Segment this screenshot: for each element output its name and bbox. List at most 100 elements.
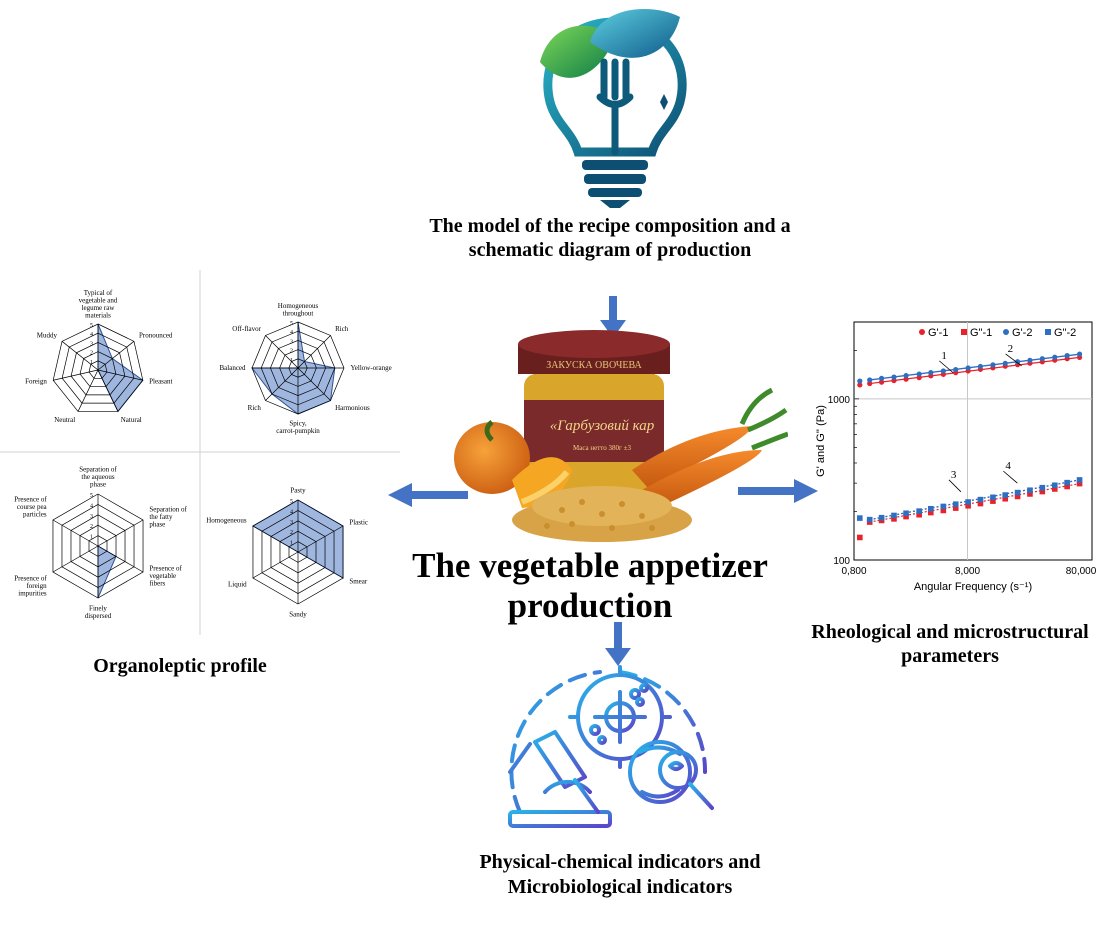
radar-axis-label: Yellow-orange	[350, 364, 391, 372]
jar-mass-text: Маса нетто 380г ±3	[573, 444, 631, 452]
data-point	[891, 512, 897, 519]
radar-scale-label: 3	[290, 520, 293, 526]
data-point	[1039, 488, 1046, 495]
y-axis-label: G' and G'' (Pa)	[815, 405, 827, 477]
data-point	[903, 376, 909, 382]
radar-axis-label: Plastic	[349, 518, 368, 526]
radar-axis-label: Liquid	[228, 581, 247, 589]
curve-label-leader	[1005, 353, 1022, 367]
data-point	[1002, 495, 1009, 502]
data-point	[916, 371, 922, 377]
data-point	[891, 374, 897, 380]
radar-scale-label: 5	[90, 323, 93, 329]
data-point	[1064, 479, 1070, 486]
data-point	[903, 372, 909, 379]
series-G-1	[857, 354, 1083, 388]
data-point	[977, 363, 984, 370]
curve-label-leader	[1003, 470, 1018, 484]
carrot-icon	[632, 387, 788, 506]
radar-scale-label: 4	[290, 330, 293, 336]
data-point	[903, 510, 909, 517]
data-point	[1052, 354, 1058, 360]
data-point	[916, 511, 922, 518]
data-point	[952, 505, 959, 511]
radar-grid-ring	[79, 351, 117, 387]
data-point	[857, 534, 863, 541]
radar-axis-label: Smear	[349, 578, 368, 586]
radar-scale-label: 5	[290, 499, 293, 505]
data-point	[891, 516, 897, 522]
data-point	[1014, 493, 1021, 500]
radar-axis-label: Harmonious	[335, 404, 370, 412]
radar-scale-label: 1	[90, 535, 93, 541]
product-illustration: ЗАКУСКА ОВОЧЕВА «Гарбузовий кар Маса нет…	[454, 330, 788, 542]
radar-scale-label: 5	[290, 321, 293, 327]
y-tick-label: 1000	[828, 395, 851, 406]
radar-spoke	[97, 519, 144, 547]
radar-spoke	[97, 341, 135, 371]
data-point	[1039, 484, 1046, 491]
radar-spoke	[297, 335, 331, 369]
radar-scale-label: 4	[290, 509, 293, 515]
radar-axis-label: Spicy,carrot-pumpkin	[276, 419, 320, 435]
radar-scale-label: 1	[90, 360, 93, 366]
arrow-down-top	[600, 296, 626, 338]
data-point	[965, 502, 971, 509]
radar-axis-label: Rich	[335, 325, 349, 333]
data-point	[990, 494, 996, 501]
data-point	[1014, 489, 1021, 496]
data-point	[990, 498, 996, 504]
radar-axis-label: Natural	[121, 416, 142, 424]
data-point	[940, 507, 947, 514]
data-point	[1064, 353, 1070, 359]
radar-scale-label: 4	[90, 503, 93, 509]
data-point	[867, 377, 873, 383]
radar-spoke	[97, 545, 144, 573]
curve-label: 3	[951, 469, 957, 481]
legend-marker	[1045, 329, 1051, 335]
arrow-down-bottom	[605, 622, 631, 666]
data-point	[1039, 356, 1045, 362]
radar-spoke	[265, 335, 299, 369]
series-trend-line	[869, 353, 1080, 381]
curve-label-leader	[939, 360, 954, 374]
radar-axis-label: Pronounced	[139, 331, 173, 339]
arrow-right	[738, 479, 818, 503]
data-point	[1027, 491, 1033, 497]
series-trend-line	[869, 356, 1080, 385]
data-point	[878, 514, 885, 521]
data-point	[903, 513, 909, 520]
jar-lid-text: ЗАКУСКА ОВОЧЕВА	[546, 360, 642, 371]
radar-grid-ring	[61, 332, 135, 404]
radar-spoke	[265, 367, 299, 401]
data-point	[1051, 486, 1058, 492]
curve-label: 4	[1005, 460, 1011, 472]
radar-scale-label: 2	[290, 349, 293, 355]
data-point	[1051, 482, 1058, 489]
radar-data-polygon	[97, 323, 144, 413]
data-point	[916, 508, 922, 514]
data-point	[1002, 360, 1008, 367]
radar-grid-ring	[52, 323, 144, 412]
radar-spoke	[77, 369, 99, 412]
curve-label: 1	[941, 350, 947, 362]
microscope-magnifier-icon	[508, 665, 714, 828]
x-tick-label: 0,800	[841, 566, 866, 577]
series-G-2	[857, 477, 1083, 523]
radar-spoke	[52, 545, 99, 573]
split-peas-icon	[512, 486, 692, 542]
radar-axis-label: Off-flavor	[232, 325, 261, 333]
radar-scale-label: 2	[90, 351, 93, 357]
arrow-left	[388, 483, 468, 507]
main-title: The vegetable appetizer production	[412, 546, 768, 626]
radar-spoke	[97, 369, 143, 381]
data-point	[1027, 357, 1033, 363]
pumpkin-icon	[454, 420, 572, 508]
